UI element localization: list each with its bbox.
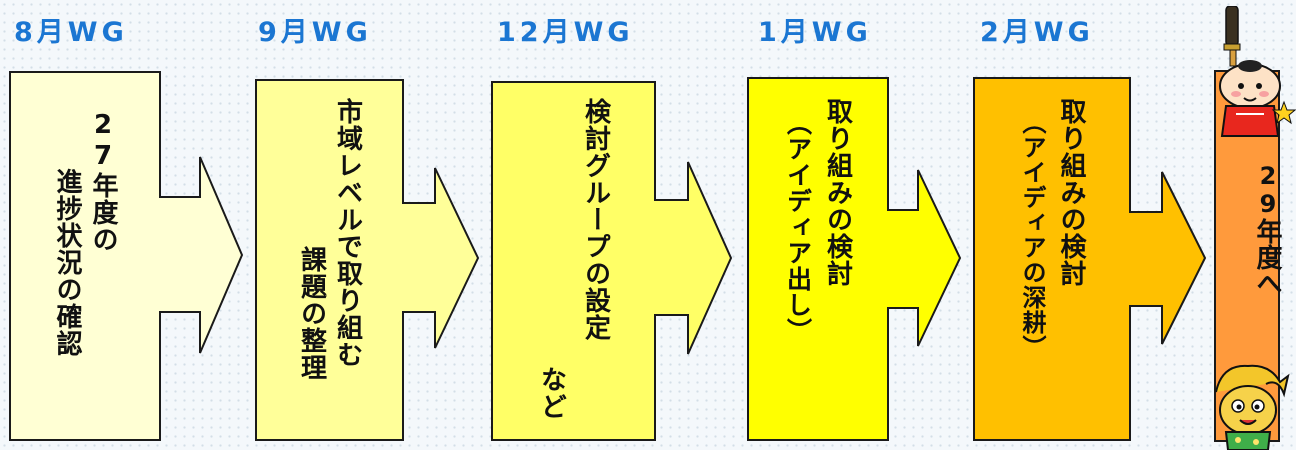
step-arrow-aug (9, 71, 244, 441)
step-arrow-dec (491, 81, 733, 441)
step-line-1: 取り組みの検討 (1056, 98, 1086, 287)
step-line-2: など (536, 366, 567, 420)
step-line-1: 市域レベルで取り組む (332, 98, 363, 368)
step-line-1: 検討グループの設定 (580, 98, 611, 341)
step-arrow-sep (255, 79, 480, 441)
samurai-mascot-icon (1219, 6, 1296, 137)
final-year: 29 (1254, 162, 1282, 218)
step-arrow-jan (747, 77, 962, 441)
step-text-aug: 27年度の 進捗状況の確認 (10, 96, 160, 436)
step-line-1: 27年度の (88, 110, 118, 253)
golden-mascot-icon (1215, 364, 1290, 450)
step-text-feb: 取り組みの検討 （アイディアの深耕） (974, 96, 1130, 436)
month-label-jan: 1月WG (758, 17, 872, 48)
step-line-1: 取り組みの検討 (822, 98, 853, 287)
step-line-2: （アイディア出し） (783, 110, 813, 344)
final-label: 年度へ (1252, 218, 1282, 296)
step-text-sep: 市域レベルで取り組む 課題の整理 (256, 96, 403, 436)
month-label-dec: 12月WG (497, 17, 634, 48)
step-text-jan: 取り組みの検討 （アイディア出し） (748, 96, 888, 436)
step-line-2: 進捗状況の確認 (52, 168, 82, 357)
step-line-2: （アイディアの深耕） (1018, 110, 1046, 360)
month-label-feb: 2月WG (980, 17, 1094, 48)
step-line-2: 課題の整理 (296, 246, 327, 381)
step-arrow-feb (973, 77, 1207, 441)
month-label-sep: 9月WG (258, 17, 372, 48)
month-label-aug: 8月WG (14, 17, 128, 48)
step-text-dec: 検討グループの設定 など (492, 96, 655, 436)
